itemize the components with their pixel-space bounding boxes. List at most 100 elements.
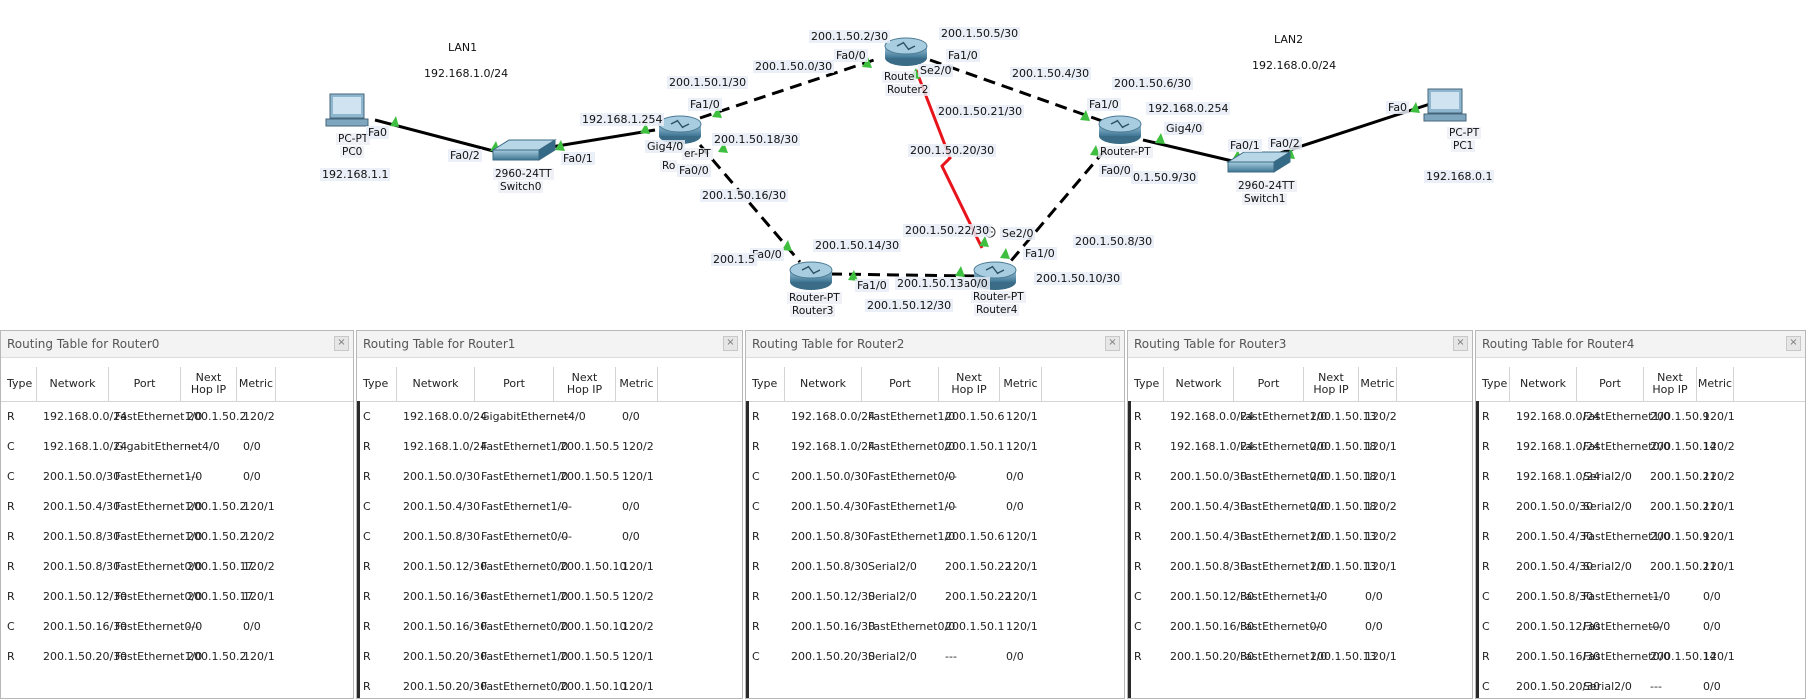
router3-icon[interactable] xyxy=(789,261,833,290)
close-icon[interactable]: × xyxy=(1453,336,1468,351)
column-header-port[interactable]: Port xyxy=(475,367,554,401)
link-router1-router4[interactable] xyxy=(1008,149,1107,263)
column-header-metric[interactable]: Metric xyxy=(616,367,658,401)
close-icon[interactable]: × xyxy=(1786,336,1801,351)
pc0-icon[interactable] xyxy=(325,93,369,127)
router0-icon[interactable] xyxy=(658,115,702,144)
column-header-port[interactable]: Port xyxy=(1577,367,1644,401)
pc1-icon[interactable] xyxy=(1423,88,1467,122)
routing-table-title[interactable]: Routing Table for Router4× xyxy=(1476,331,1805,358)
column-header-metric[interactable]: Metric xyxy=(1359,367,1397,401)
column-header-network[interactable]: Network xyxy=(1164,367,1234,401)
column-header-type[interactable]: Type xyxy=(746,367,785,401)
close-icon[interactable]: × xyxy=(1105,336,1120,351)
column-header-metric[interactable]: Metric xyxy=(237,367,276,401)
routing-table-title[interactable]: Routing Table for Router0× xyxy=(1,331,353,358)
routing-table-title[interactable]: Routing Table for Router1× xyxy=(357,331,742,358)
column-header-type[interactable]: Type xyxy=(1476,367,1510,401)
panel-edge-scrollbar[interactable] xyxy=(357,401,360,698)
column-header-type[interactable]: Type xyxy=(1128,367,1164,401)
link-switch0-router0[interactable] xyxy=(544,128,656,150)
router2-icon[interactable] xyxy=(884,37,928,66)
column-header-metric[interactable]: Metric xyxy=(1697,367,1734,401)
column-header-nexthop[interactable]: Next Hop IP xyxy=(181,367,237,401)
router1-icon[interactable] xyxy=(1098,115,1142,144)
switch0-icon[interactable] xyxy=(491,139,557,161)
link-router0-router3[interactable] xyxy=(698,144,802,263)
column-header-network[interactable]: Network xyxy=(397,367,475,401)
column-header-network[interactable]: Network xyxy=(1510,367,1577,401)
column-header-type[interactable]: Type xyxy=(1,367,37,401)
topology-workspace[interactable]: LAN1 192.168.1.0/24 LAN2 192.168.0.0/24 … xyxy=(0,0,1806,330)
column-header-network[interactable]: Network xyxy=(785,367,862,401)
panel-edge-scrollbar[interactable] xyxy=(1128,401,1131,698)
column-header-port[interactable]: Port xyxy=(862,367,939,401)
panel-edge-scrollbar[interactable] xyxy=(1476,401,1479,698)
column-header-nexthop[interactable]: Next Hop IP xyxy=(1304,367,1359,401)
routing-table-title[interactable]: Routing Table for Router2× xyxy=(746,331,1124,358)
column-header-metric[interactable]: Metric xyxy=(1000,367,1042,401)
link-serial-router2-router4[interactable] xyxy=(914,69,984,249)
column-header-nexthop[interactable]: Next Hop IP xyxy=(939,367,1000,401)
switch1-icon[interactable] xyxy=(1226,151,1292,173)
close-icon[interactable]: × xyxy=(334,336,349,351)
column-header-port[interactable]: Port xyxy=(109,367,181,401)
column-header-port[interactable]: Port xyxy=(1234,367,1304,401)
link-router0-router2[interactable] xyxy=(699,56,881,120)
link-router1-switch1[interactable] xyxy=(1142,138,1246,166)
link-router2-router1[interactable] xyxy=(929,58,1106,124)
routing-table-title[interactable]: Routing Table for Router3× xyxy=(1128,331,1472,358)
panel-edge-scrollbar[interactable] xyxy=(746,401,749,698)
column-header-nexthop[interactable]: Next Hop IP xyxy=(554,367,616,401)
close-icon[interactable]: × xyxy=(723,336,738,351)
column-header-network[interactable]: Network xyxy=(37,367,109,401)
